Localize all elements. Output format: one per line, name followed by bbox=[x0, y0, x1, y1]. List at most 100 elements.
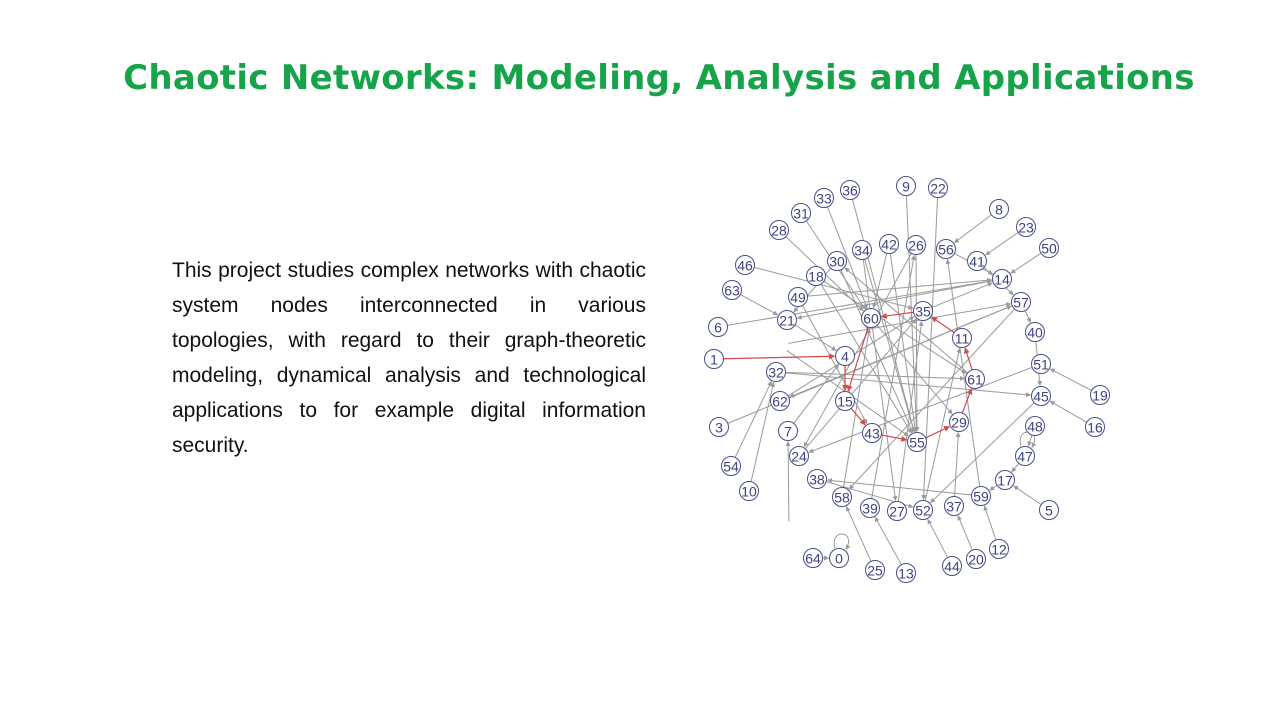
graph-node-4: 4 bbox=[835, 346, 855, 366]
node-circle bbox=[722, 280, 742, 300]
graph-node-12: 12 bbox=[989, 539, 1009, 559]
node-circle bbox=[966, 549, 986, 569]
graph-node-24: 24 bbox=[789, 446, 809, 466]
edge-59-38 bbox=[826, 478, 972, 496]
node-circle bbox=[778, 421, 798, 441]
edge-32-45 bbox=[785, 372, 1032, 398]
edge-49-43 bbox=[802, 305, 868, 425]
edge-45-52 bbox=[930, 402, 1035, 504]
node-circle bbox=[1090, 385, 1110, 405]
highlight-edge-43-55 bbox=[881, 434, 908, 442]
node-label: 38 bbox=[809, 472, 825, 488]
graph-node-42: 42 bbox=[879, 234, 899, 254]
graph-node-51: 51 bbox=[1031, 354, 1051, 374]
graph-node-16: 16 bbox=[1085, 417, 1105, 437]
node-circle bbox=[735, 255, 755, 275]
node-circle bbox=[1039, 238, 1059, 258]
node-label: 30 bbox=[829, 254, 845, 270]
node-circle bbox=[832, 487, 852, 507]
graph-node-46: 46 bbox=[735, 255, 755, 275]
node-circle bbox=[807, 469, 827, 489]
graph-node-22: 22 bbox=[928, 178, 948, 198]
node-circle bbox=[1016, 217, 1036, 237]
graph-node-35: 35 bbox=[913, 301, 933, 321]
node-circle bbox=[829, 548, 849, 568]
node-label: 31 bbox=[793, 206, 809, 222]
node-label: 35 bbox=[915, 304, 931, 320]
graph-node-44: 44 bbox=[942, 556, 962, 576]
graph-node-64: 64 bbox=[803, 548, 823, 568]
node-label: 16 bbox=[1087, 420, 1103, 436]
edge-57-62 bbox=[789, 305, 1013, 398]
slide-title: Chaotic Networks: Modeling, Analysis and… bbox=[123, 58, 1195, 98]
node-label: 3 bbox=[715, 420, 723, 436]
edge-57-40 bbox=[1024, 310, 1032, 323]
graph-node-59: 59 bbox=[971, 486, 991, 506]
node-label: 21 bbox=[779, 313, 795, 329]
node-label: 56 bbox=[938, 242, 954, 258]
edge-35-14 bbox=[931, 282, 993, 308]
node-circle bbox=[789, 446, 809, 466]
graph-node-10: 10 bbox=[739, 481, 759, 501]
graph-node-20: 20 bbox=[966, 549, 986, 569]
node-circle bbox=[896, 563, 916, 583]
node-label: 46 bbox=[737, 258, 753, 274]
node-circle bbox=[852, 240, 872, 260]
graph-node-27: 27 bbox=[887, 501, 907, 521]
node-circle bbox=[835, 391, 855, 411]
edge-12-59 bbox=[983, 505, 997, 541]
node-circle bbox=[708, 317, 728, 337]
node-circle bbox=[777, 310, 797, 330]
node-circle bbox=[766, 362, 786, 382]
node-label: 8 bbox=[995, 202, 1003, 218]
node-circle bbox=[814, 188, 834, 208]
node-label: 27 bbox=[889, 504, 905, 520]
node-label: 18 bbox=[808, 269, 824, 285]
node-circle bbox=[1011, 292, 1031, 312]
node-label: 47 bbox=[1017, 449, 1033, 465]
edge-37-29 bbox=[954, 431, 961, 497]
node-circle bbox=[896, 176, 916, 196]
edge-22-52 bbox=[921, 197, 939, 501]
node-label: 37 bbox=[946, 499, 962, 515]
node-label: 42 bbox=[881, 237, 897, 253]
node-label: 4 bbox=[841, 349, 849, 365]
graph-node-41: 41 bbox=[967, 251, 987, 271]
node-label: 6 bbox=[714, 320, 722, 336]
node-circle bbox=[887, 501, 907, 521]
node-label: 34 bbox=[854, 243, 870, 259]
node-circle bbox=[907, 432, 927, 452]
edge-44-52 bbox=[927, 518, 949, 558]
node-label: 39 bbox=[862, 501, 878, 517]
node-circle bbox=[721, 456, 741, 476]
graph-node-63: 63 bbox=[722, 280, 742, 300]
edge-63-21 bbox=[740, 294, 779, 316]
node-label: 45 bbox=[1033, 389, 1049, 405]
graph-node-26: 26 bbox=[906, 235, 926, 255]
node-circle bbox=[739, 481, 759, 501]
graph-node-52: 52 bbox=[913, 500, 933, 520]
graph-node-19: 19 bbox=[1090, 385, 1110, 405]
graph-node-58: 58 bbox=[832, 487, 852, 507]
node-label: 44 bbox=[944, 559, 960, 575]
graph-node-31: 31 bbox=[791, 203, 811, 223]
node-circle bbox=[879, 234, 899, 254]
edge-14-21 bbox=[796, 280, 993, 320]
edge-57-58 bbox=[848, 308, 1015, 490]
node-label: 1 bbox=[710, 352, 718, 368]
nodes-layer: 0134567891011121314151617181920212223242… bbox=[704, 176, 1110, 583]
node-label: 29 bbox=[951, 415, 967, 431]
graph-node-8: 8 bbox=[989, 199, 1009, 219]
node-circle bbox=[995, 470, 1015, 490]
edge-18-55 bbox=[820, 283, 912, 434]
graph-node-30: 30 bbox=[827, 251, 847, 271]
node-label: 43 bbox=[864, 426, 880, 442]
edge-54-32 bbox=[734, 381, 772, 458]
node-label: 9 bbox=[902, 179, 910, 195]
edge-2-7 bbox=[785, 440, 791, 522]
edge-26-55 bbox=[914, 254, 920, 433]
graph-node-17: 17 bbox=[995, 470, 1015, 490]
edges-layer bbox=[723, 195, 1092, 565]
graph-node-0: 0 bbox=[829, 548, 849, 568]
network-graph: 0134567891011121314151617181920212223242… bbox=[704, 176, 1110, 583]
